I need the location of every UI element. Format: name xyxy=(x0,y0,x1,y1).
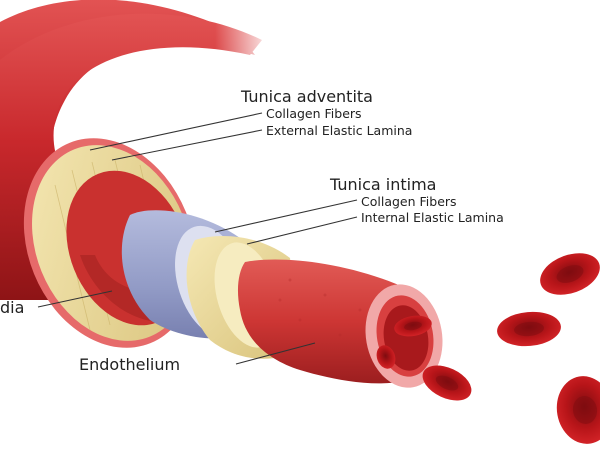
leader-lines xyxy=(37,112,358,365)
label-intima-collagen: Collagen Fibers xyxy=(361,194,457,209)
red-blood-cell-icon xyxy=(394,315,432,337)
vessel-fade xyxy=(215,0,275,70)
red-blood-cell-icon xyxy=(556,376,600,444)
red-blood-cell-icon xyxy=(540,253,600,295)
label-adventita-collagen: Collagen Fibers xyxy=(266,106,362,121)
leader-media xyxy=(37,290,113,308)
label-endothelium: Endothelium xyxy=(79,355,180,374)
label-media-partial: dia xyxy=(0,298,24,317)
endothelium-texture xyxy=(278,278,362,357)
red-blood-cell-icon xyxy=(422,365,472,401)
red-blood-cell-icon xyxy=(376,345,396,369)
label-adventita-elastic: External Elastic Lamina xyxy=(266,123,412,138)
red-blood-cell-icon xyxy=(497,311,561,347)
leader-intima-elastic xyxy=(246,216,358,245)
label-tunica-adventita: Tunica adventita xyxy=(240,87,373,106)
leader-adventita-elastic xyxy=(111,129,263,161)
label-tunica-intima: Tunica intima xyxy=(329,175,436,194)
leader-adventita-collagen xyxy=(89,112,263,151)
label-intima-elastic: Internal Elastic Lamina xyxy=(361,210,504,225)
leader-endothelium xyxy=(235,342,316,365)
leader-intima-collagen xyxy=(214,199,358,233)
